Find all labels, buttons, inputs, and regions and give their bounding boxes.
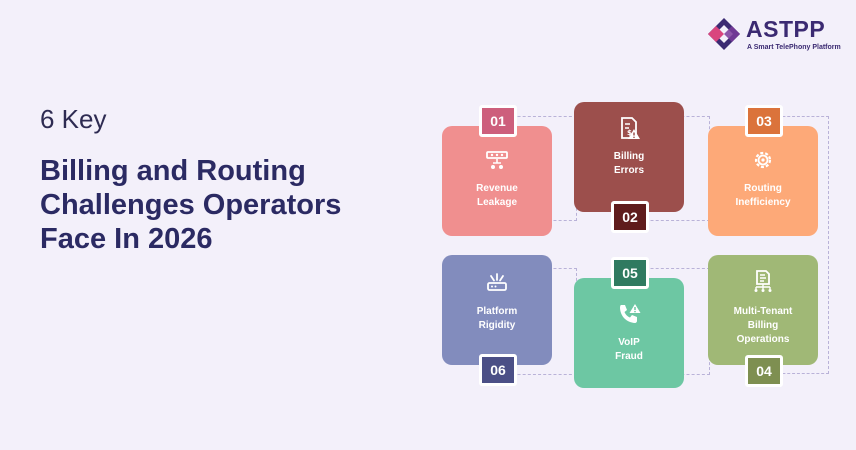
challenge-card-routing-inefficiency: Routing Inefficiency bbox=[708, 126, 818, 236]
challenge-card-multi-tenant-billing: Multi-Tenant Billing Operations bbox=[708, 255, 818, 365]
heading-prefix: 6 Key bbox=[40, 104, 107, 134]
router-icon bbox=[487, 273, 507, 291]
title-line-1: Billing and Routing bbox=[40, 155, 306, 187]
challenge-card-billing-errors: $ Billing Errors bbox=[574, 102, 684, 212]
astpp-logo-icon bbox=[708, 18, 740, 50]
card-number-03: 03 bbox=[745, 105, 783, 137]
network-leak-icon bbox=[486, 151, 508, 169]
brand-name: ASTPP bbox=[746, 16, 826, 42]
card-label: Multi-Tenant Billing Operations bbox=[733, 306, 793, 345]
brand-logo: ASTPP A Smart TelePhony Platform bbox=[706, 14, 846, 58]
brand-tagline: A Smart TelePhony Platform bbox=[747, 44, 841, 51]
billing-error-icon: $ bbox=[621, 117, 640, 139]
card-number-01: 01 bbox=[479, 105, 517, 137]
challenge-card-voip-fraud: VoIP Fraud bbox=[574, 278, 684, 388]
card-label: VoIP Fraud bbox=[615, 337, 643, 362]
card-number-02: 02 bbox=[611, 201, 649, 233]
svg-text:$: $ bbox=[627, 129, 632, 137]
title-line-2: Challenges Operators bbox=[40, 189, 342, 221]
challenge-card-revenue-leakage: Revenue Leakage bbox=[442, 126, 552, 236]
card-label: Routing Inefficiency bbox=[735, 183, 791, 208]
phone-alert-icon bbox=[620, 304, 641, 323]
card-number-05: 05 bbox=[611, 257, 649, 289]
card-number-06: 06 bbox=[479, 354, 517, 386]
card-number-04: 04 bbox=[745, 355, 783, 387]
challenge-card-platform-rigidity: Platform Rigidity bbox=[442, 255, 552, 365]
page-title: Billing and Routing Challenges Operators… bbox=[40, 154, 341, 256]
gear-icon bbox=[754, 151, 772, 169]
card-label: Revenue Leakage bbox=[476, 183, 518, 208]
card-label: Platform Rigidity bbox=[476, 306, 518, 331]
title-line-3: Face In 2026 bbox=[40, 223, 213, 255]
card-label: Billing Errors bbox=[613, 151, 645, 176]
multi-tenant-billing-icon bbox=[754, 270, 772, 292]
